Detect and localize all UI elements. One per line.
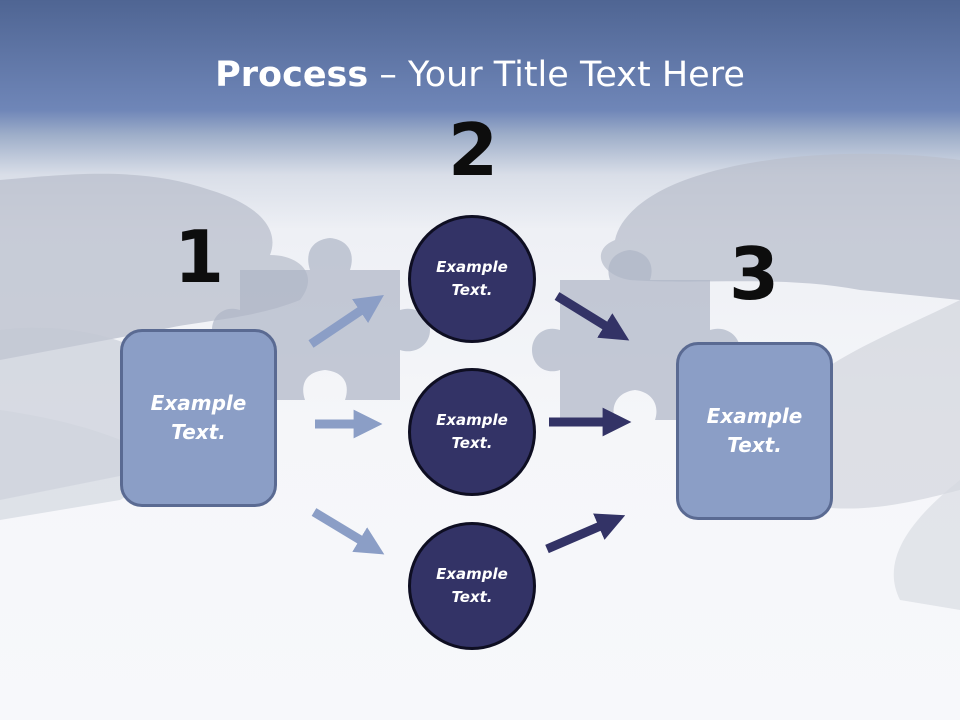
slide-title: Process – Your Title Text Here: [0, 50, 960, 100]
step-1-label: Example Text.: [150, 391, 247, 444]
arrow-icon: [308, 294, 384, 348]
title-rest: – Your Title Text Here: [368, 55, 745, 95]
right-hand-icon: [600, 153, 960, 300]
step-2-label-bottom: Example Text.: [436, 565, 508, 606]
step-number-3: 3: [728, 232, 780, 316]
step-2-label-middle: Example Text.: [436, 411, 508, 452]
step-number-1: 1: [173, 215, 225, 299]
arrow-icon: [554, 292, 630, 341]
arrow-icon: [311, 508, 385, 555]
step-3-label: Example Text.: [706, 404, 803, 457]
title-bold: Process: [215, 55, 369, 95]
step-2-circle-middle: Example Text.: [408, 368, 536, 496]
step-1-box: Example Text.: [120, 329, 277, 507]
step-2-circle-bottom: Example Text.: [408, 522, 536, 650]
step-2-circle-top: Example Text.: [408, 215, 536, 343]
arrow-icon: [545, 513, 626, 554]
step-number-2: 2: [447, 108, 499, 192]
step-2-label-top: Example Text.: [436, 258, 508, 299]
step-3-box: Example Text.: [676, 342, 833, 520]
